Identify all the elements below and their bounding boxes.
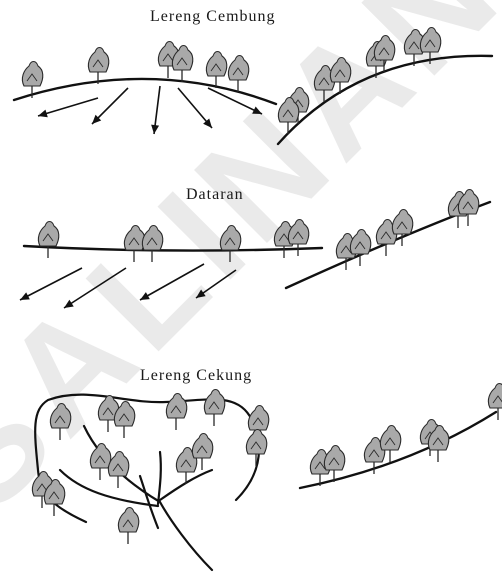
drainage-lower-tributary: [140, 476, 158, 528]
runoff-arrow: [20, 268, 82, 300]
tree-icon: [278, 98, 298, 135]
tree-icon: [108, 452, 128, 489]
tree-icon: [90, 444, 110, 481]
tree-icon: [206, 52, 226, 89]
tree-icon: [220, 226, 240, 263]
convex-adjacent-slope: [278, 56, 492, 144]
runoff-arrow: [64, 268, 126, 308]
tree-icon: [228, 56, 248, 93]
label-convex-slope: Lereng Cembung: [150, 8, 276, 26]
panel-convex: [14, 28, 492, 145]
panel-concave: [32, 384, 502, 571]
tree-icon: [142, 226, 162, 263]
runoff-arrows-plain: [20, 264, 236, 308]
drainage-center-tributary: [158, 452, 161, 504]
runoff-arrow: [196, 270, 236, 298]
runoff-arrow: [178, 88, 212, 128]
label-concave-slope: Lereng Cekung: [140, 367, 252, 385]
runoff-arrow: [140, 264, 204, 300]
trees-concave: [32, 384, 502, 545]
tree-icon: [324, 446, 344, 483]
tree-icon: [166, 394, 186, 431]
runoff-arrows-convex: [38, 86, 262, 134]
runoff-arrow: [38, 98, 98, 117]
panel-plain: [20, 190, 490, 309]
runoff-arrow: [92, 88, 128, 124]
tree-icon: [350, 230, 370, 267]
tree-icon: [38, 222, 58, 259]
tree-icon: [204, 390, 224, 427]
tree-icon: [50, 404, 70, 441]
plain-ground-line: [24, 246, 322, 251]
tree-icon: [118, 508, 138, 545]
tree-icon: [88, 48, 108, 85]
trees-convex: [22, 28, 440, 135]
convex-ground-line: [14, 79, 276, 104]
label-plain: Dataran: [186, 186, 244, 204]
tree-icon: [246, 430, 266, 467]
tree-icon: [288, 220, 308, 257]
trees-plain: [38, 190, 478, 271]
runoff-arrow: [151, 86, 160, 134]
tree-icon: [124, 226, 144, 263]
